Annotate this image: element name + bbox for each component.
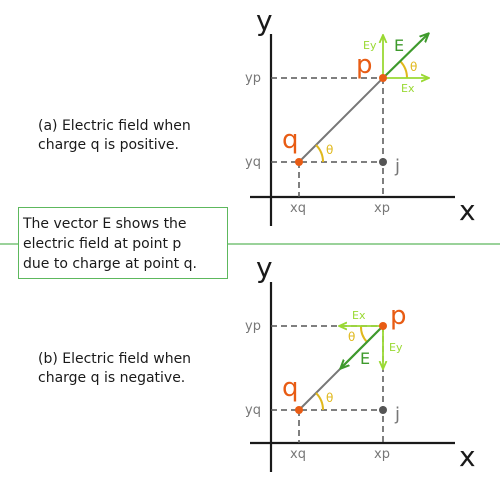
ex-label-b: Ex: [352, 309, 366, 322]
note-line-2: electric field at point p: [23, 236, 182, 252]
tick-yp-a: yp: [245, 71, 261, 86]
note-line-1: The vector E shows the: [23, 216, 187, 232]
angle-arc-p-a: [399, 60, 409, 79]
note-line-3: due to charge at point q.: [23, 256, 197, 272]
point-q-b: [295, 406, 303, 414]
panel-a: y x θ θ Ex Ey E q p j yp yq: [245, 4, 476, 227]
tick-yq-b: yq: [245, 403, 261, 418]
angle-arc-q-b: [315, 392, 325, 411]
caption-a-line-2: charge q is positive.: [38, 137, 179, 153]
ey-label-b: Ey: [389, 341, 403, 354]
tick-yq-a: yq: [245, 155, 261, 170]
caption-a-line-1: (a) Electric field when: [38, 118, 191, 134]
connector-a: [298, 77, 384, 163]
tick-xq-a: xq: [290, 201, 306, 216]
angle-label-p-a: θ: [410, 60, 417, 74]
point-j-label-b: j: [394, 404, 400, 425]
field-vector-b: [341, 325, 384, 368]
panel-b: y x θ θ Ex Ey E q p j yp yq: [245, 251, 476, 473]
point-j-b: [379, 406, 387, 414]
tick-yp-b: yp: [245, 319, 261, 334]
angle-arc-q-a: [315, 144, 325, 163]
angle-label-q-b: θ: [326, 391, 333, 405]
field-label-a: E: [394, 36, 404, 55]
point-p-label-b: p: [390, 301, 407, 331]
angle-label-q-a: θ: [326, 143, 333, 157]
tick-xq-b: xq: [290, 447, 306, 462]
explanation-note: The vector E shows the electric field at…: [18, 207, 228, 279]
y-axis-label-b: y: [256, 251, 273, 284]
point-p-b: [379, 322, 387, 330]
point-p-label-a: p: [356, 50, 373, 80]
y-axis-label-a: y: [256, 4, 273, 37]
point-j-label-a: j: [394, 156, 400, 177]
angle-arc-p-b: [360, 325, 368, 343]
point-q-label-a: q: [282, 125, 299, 155]
ex-label-a: Ex: [401, 82, 415, 95]
point-p-a: [379, 74, 387, 82]
x-axis-label-b: x: [459, 440, 476, 473]
caption-b-line-1: (b) Electric field when: [38, 351, 192, 367]
ey-label-a: Ey: [363, 39, 377, 52]
point-q-a: [295, 158, 303, 166]
guide-lines-a: [271, 77, 384, 197]
field-vector-a: [382, 34, 428, 79]
caption-b: (b) Electric field when charge q is nega…: [38, 350, 191, 388]
tick-xp-b: xp: [374, 447, 390, 462]
field-label-b: E: [360, 349, 370, 368]
x-axis-label-a: x: [459, 194, 476, 227]
point-q-label-b: q: [282, 373, 299, 403]
caption-a: (a) Electric field when charge q is posi…: [38, 117, 191, 155]
caption-b-line-2: charge q is negative.: [38, 370, 186, 386]
tick-xp-a: xp: [374, 201, 390, 216]
angle-label-p-b: θ: [348, 330, 355, 344]
point-j-a: [379, 158, 387, 166]
